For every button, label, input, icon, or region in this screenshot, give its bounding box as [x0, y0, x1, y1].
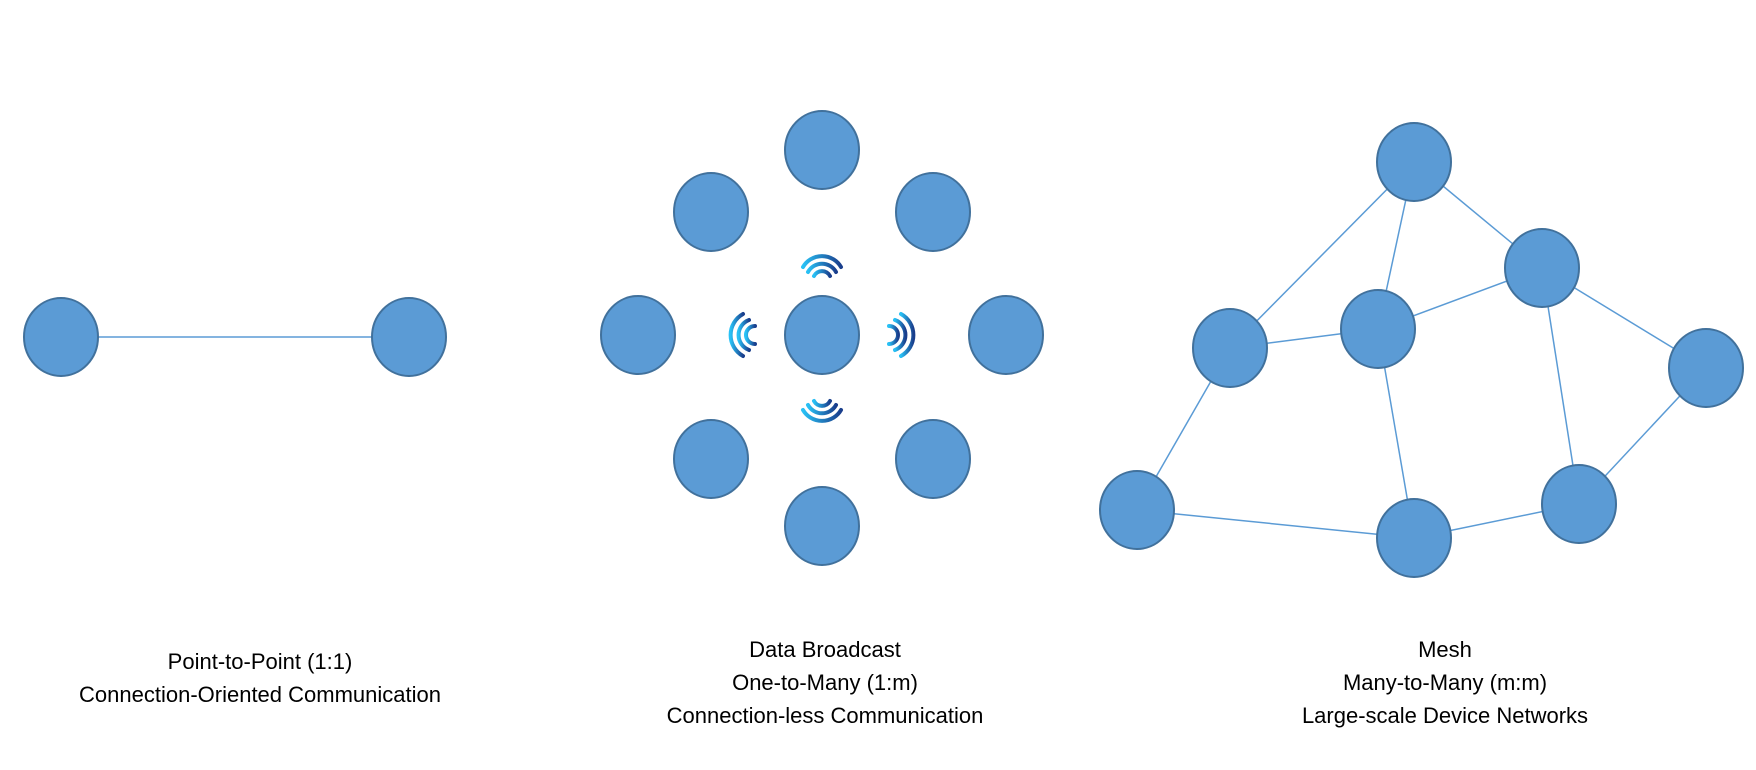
broadcast-node-top [784, 110, 860, 190]
broadcast-node-bottom [784, 486, 860, 566]
caption-line: Connection-less Communication [666, 703, 984, 728]
mesh-link [1136, 509, 1415, 539]
broadcast-node-left [600, 295, 676, 375]
broadcast-node-bottom-right [895, 419, 971, 499]
mesh-node-center [1340, 289, 1416, 369]
point-to-point-topology [23, 297, 447, 377]
point-to-point-caption: Point-to-Point (1:1) Connection-Oriented… [20, 645, 500, 711]
wave-right-icon [887, 312, 916, 358]
mesh-topology [1099, 122, 1744, 578]
p2p-node-b [371, 297, 447, 377]
broadcast-node-top-right [895, 172, 971, 252]
broadcast-center-node [784, 295, 860, 375]
wave-up-icon [801, 254, 843, 278]
mesh-node-top [1376, 122, 1452, 202]
mesh-node-bottom-center [1376, 498, 1452, 578]
broadcast-node-top-left [673, 172, 749, 252]
caption-line: Large-scale Device Networks [1301, 703, 1589, 728]
broadcast-node-bottom-left [673, 419, 749, 499]
mesh-node-bottom-right [1541, 464, 1617, 544]
mesh-node-far-right [1668, 328, 1744, 408]
p2p-node-a [23, 297, 99, 377]
mesh-caption: Mesh Many-to-Many (m:m) Large-scale Devi… [1215, 633, 1675, 732]
mesh-link [1229, 161, 1415, 349]
broadcast-topology [600, 110, 1044, 566]
mesh-node-bottom-left [1099, 470, 1175, 550]
mesh-node-upper-right [1504, 228, 1580, 308]
wifi-signal-icon [728, 254, 916, 423]
caption-line: One-to-Many (1:m) [732, 670, 918, 695]
mesh-node-left [1192, 308, 1268, 388]
caption-line: Point-to-Point (1:1) [167, 649, 353, 674]
caption-line: Connection-Oriented Communication [79, 682, 441, 707]
caption-line: Data Broadcast [749, 637, 901, 662]
broadcast-node-right [968, 295, 1044, 375]
wave-down-icon [801, 399, 843, 423]
caption-line: Mesh [1418, 637, 1472, 662]
wave-left-icon [728, 312, 757, 358]
caption-line: Many-to-Many (m:m) [1342, 670, 1548, 695]
broadcast-caption: Data Broadcast One-to-Many (1:m) Connect… [600, 633, 1050, 732]
